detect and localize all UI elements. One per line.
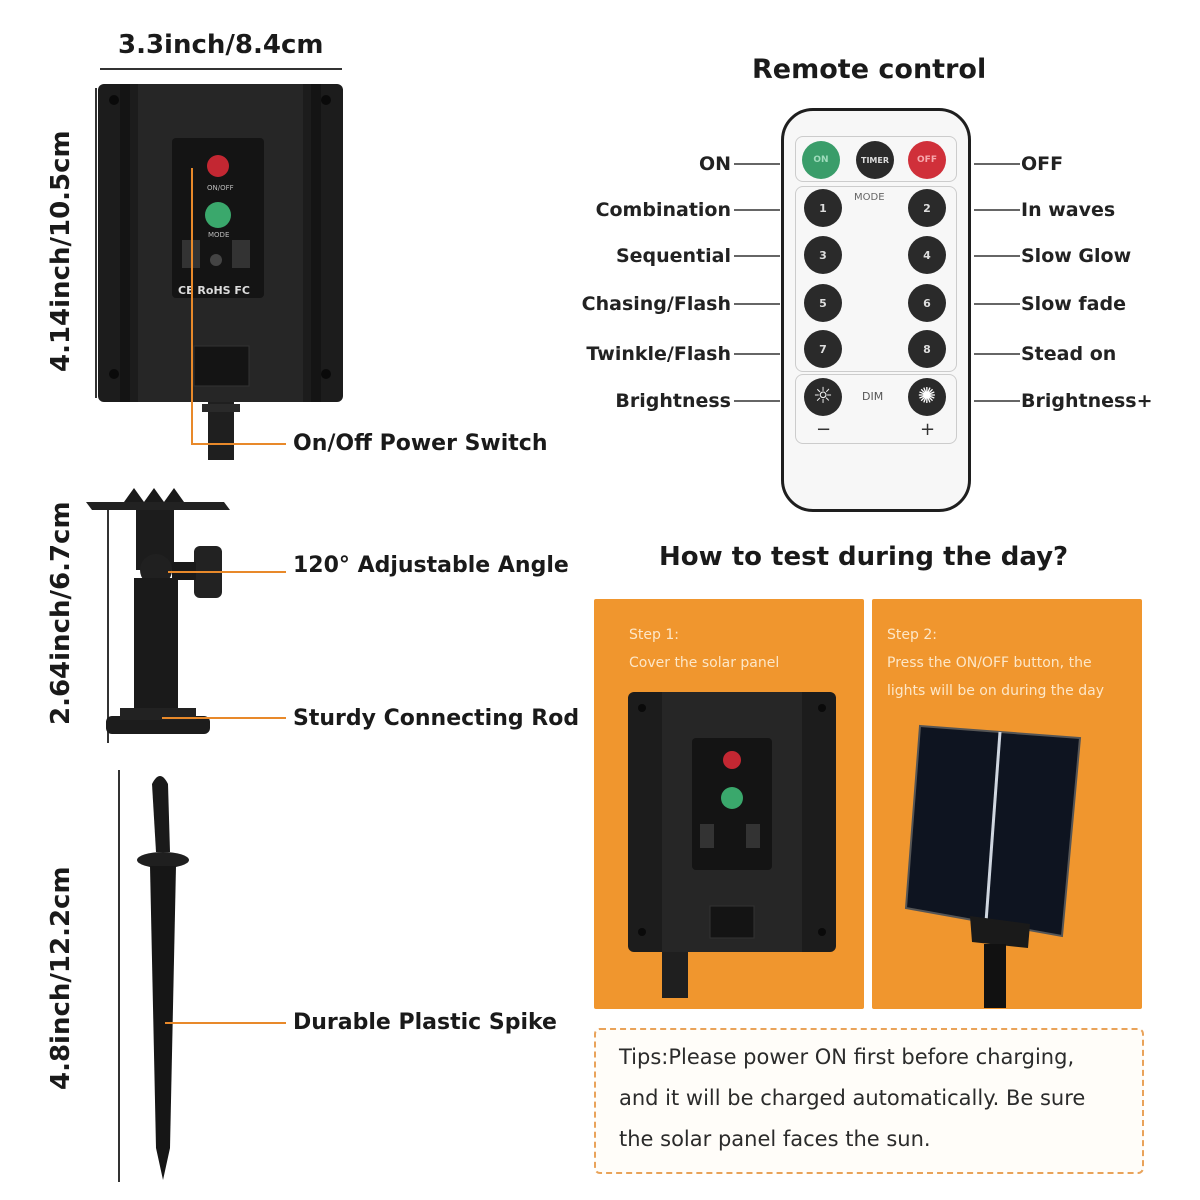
remote-label-slow-glow: Slow Glow: [1021, 245, 1132, 267]
height-dimension-line: [95, 88, 97, 398]
remote-label-in-waves: In waves: [1021, 199, 1116, 221]
controller-width-dimension: 3.3inch/8.4cm: [118, 30, 324, 60]
remote-button-3[interactable]: 3: [804, 236, 842, 274]
remote-mode-label: MODE: [854, 192, 885, 203]
remote-label-sequential: Sequential: [615, 245, 731, 267]
step1-controller-image: [628, 692, 836, 998]
remote-timer-button[interactable]: TIMER: [856, 141, 894, 179]
remote-on-button[interactable]: ON: [802, 141, 840, 179]
spike-height-dimension: 4.8inch/12.2cm: [46, 866, 76, 1090]
remote-minus-sign: −: [816, 419, 832, 440]
remote-plus-sign: +: [920, 419, 936, 440]
step1-title: Step 1:: [629, 627, 679, 643]
remote-label-brightness: Brightness: [615, 390, 731, 412]
step2-title: Step 2:: [887, 627, 937, 643]
adjustable-bracket: [86, 488, 230, 734]
tips-line-2: and it will be charged automatically. Be…: [619, 1086, 1086, 1110]
spike-dimension-line: [118, 770, 120, 1182]
test-heading: How to test during the day?: [659, 542, 1069, 572]
certification-marks: CE RoHS FC: [178, 284, 250, 297]
remote-dim-panel: [795, 374, 957, 444]
spike-callout-line: [165, 1022, 286, 1024]
power-switch-callout: On/Off Power Switch: [293, 431, 548, 456]
angle-callout-line: [168, 571, 286, 573]
remote-label-brightness-plus: Brightness+: [1021, 390, 1153, 412]
remote-callout-lines: [734, 163, 1020, 402]
remote-off-button[interactable]: OFF: [908, 141, 946, 179]
onoff-button-label: ON/OFF: [207, 184, 234, 192]
remote-brightness-plus-button[interactable]: ✺: [908, 378, 946, 416]
remote-button-7[interactable]: 7: [804, 330, 842, 368]
remote-label-on: ON: [698, 153, 731, 175]
remote-button-5[interactable]: 5: [804, 284, 842, 322]
sun-dim-icon: ☼: [813, 384, 833, 409]
remote-label-slow-fade: Slow fade: [1021, 293, 1126, 315]
tips-line-3: the solar panel faces the sun.: [619, 1127, 931, 1151]
step2-line1: Press the ON/OFF button, the: [887, 655, 1092, 671]
remote-brightness-minus-button[interactable]: ☼: [804, 378, 842, 416]
remote-mode-panel: [795, 186, 957, 372]
step2-line2: lights will be on during the day: [887, 683, 1104, 699]
remote-label-chasing-flash: Chasing/Flash: [581, 293, 731, 315]
solar-controller-box: [98, 84, 343, 460]
power-switch-callout-line: [191, 168, 286, 445]
remote-button-2[interactable]: 2: [908, 189, 946, 227]
sun-bright-icon: ✺: [917, 384, 937, 409]
remote-dim-label: DIM: [862, 390, 884, 403]
plastic-spike: [137, 776, 189, 1180]
controller-height-dimension: 4.14inch/10.5cm: [46, 130, 76, 372]
remote-button-1[interactable]: 1: [804, 189, 842, 227]
spike-callout: Durable Plastic Spike: [293, 1010, 557, 1035]
remote-button-8[interactable]: 8: [908, 330, 946, 368]
step2-solar-panel-image: [904, 724, 1082, 1008]
bracket-height-dimension: 2.64inch/6.7cm: [46, 501, 76, 725]
width-dimension-line: [100, 68, 342, 70]
step1-text: Cover the solar panel: [629, 655, 780, 671]
tips-box: [594, 1028, 1144, 1174]
rod-callout-line: [162, 717, 286, 719]
tips-line-1: Tips:Please power ON first before chargi…: [619, 1045, 1075, 1069]
mode-button-label: MODE: [208, 231, 230, 239]
remote-label-twinkle-flash: Twinkle/Flash: [586, 343, 731, 365]
remote-title: Remote control: [752, 54, 987, 85]
remote-button-6[interactable]: 6: [908, 284, 946, 322]
remote-button-4[interactable]: 4: [908, 236, 946, 274]
remote-label-off: OFF: [1021, 153, 1064, 175]
remote-top-row: [795, 136, 957, 182]
rod-callout: Sturdy Connecting Rod: [293, 706, 580, 731]
angle-callout: 120° Adjustable Angle: [293, 553, 569, 578]
bracket-dimension-line: [107, 505, 109, 743]
remote-label-combination: Combination: [595, 199, 731, 221]
remote-label-stead-on: Stead on: [1021, 343, 1117, 365]
